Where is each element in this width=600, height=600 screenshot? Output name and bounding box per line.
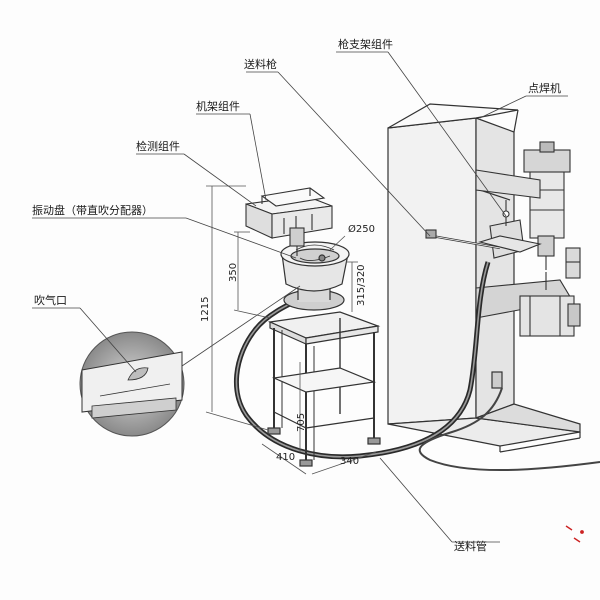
label-feed-gun: 送料枪 — [244, 58, 277, 71]
air-port-zoom — [79, 331, 185, 437]
detection-frame-assembly — [245, 187, 333, 256]
red-marks — [565, 525, 584, 543]
dimension-lines — [205, 185, 377, 475]
label-frame-assembly: 机架组件 — [196, 100, 240, 113]
gun-bracket — [425, 200, 542, 259]
welding-head — [475, 141, 581, 337]
dim-height-705: 705 — [296, 412, 307, 432]
vibratory-bowl — [280, 241, 350, 311]
dim-bowl-diameter: Ø250 — [348, 224, 375, 235]
dim-height-315-320: 315/320 — [356, 264, 367, 306]
frame-stand — [267, 311, 381, 467]
dim-height-350: 350 — [228, 262, 239, 282]
label-vibratory-bowl: 振动盘（带直吹分配器） — [32, 204, 153, 217]
label-detection-assembly: 检测组件 — [136, 140, 180, 153]
dim-width-410: 410 — [276, 452, 296, 463]
label-gun-bracket-assembly: 枪支架组件 — [338, 38, 393, 51]
label-air-blow-port: 吹气口 — [34, 294, 67, 307]
power-cable — [418, 387, 600, 472]
label-spot-welder: 点焊机 — [528, 82, 561, 95]
dim-height-1215: 1215 — [200, 296, 211, 322]
leader-lines — [32, 51, 568, 543]
label-feed-tube: 送料管 — [454, 540, 487, 553]
dim-depth-340: 340 — [340, 456, 360, 467]
